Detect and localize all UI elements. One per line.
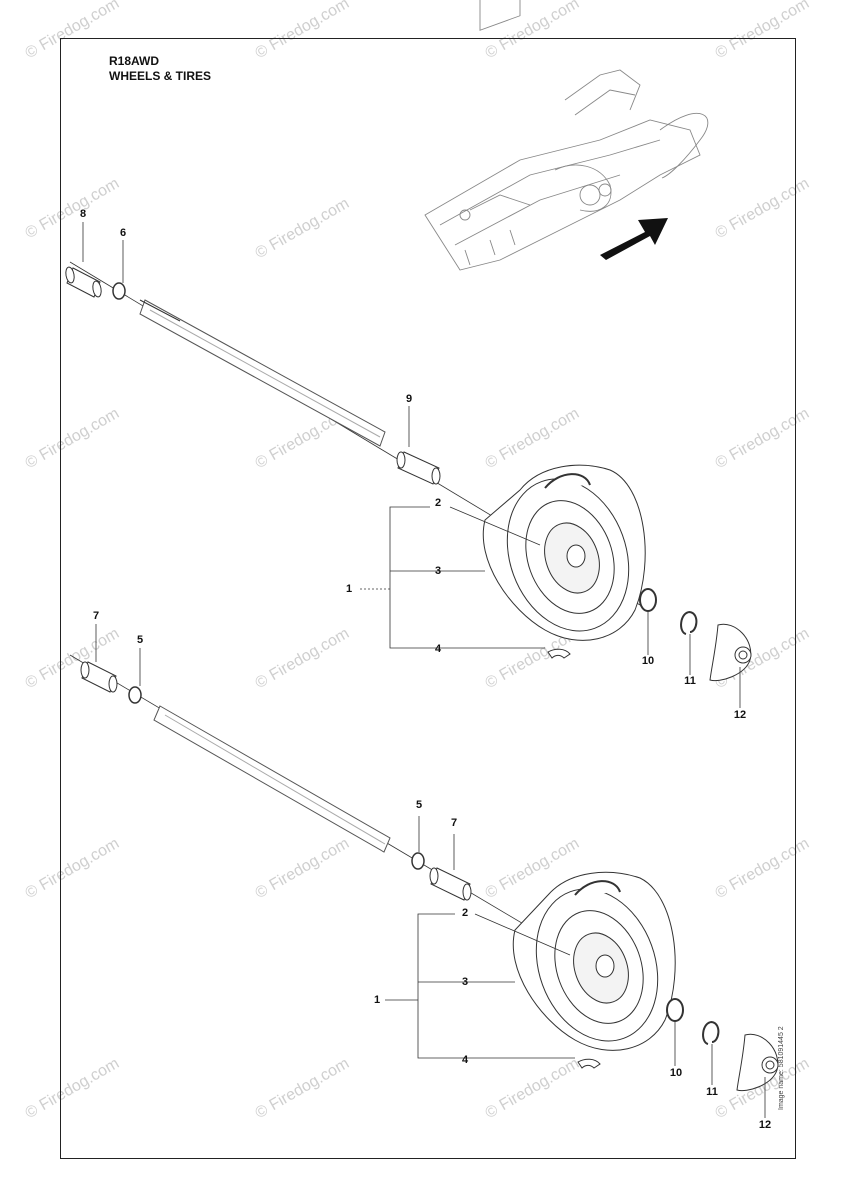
callout-top-tire: 3 (434, 565, 442, 577)
top-washer-10 (639, 588, 657, 612)
callout-bottom-axle-spacer: 7 (92, 610, 100, 622)
bottom-cap-12 (736, 1033, 779, 1092)
callout-bottom-cap: 12 (758, 1119, 772, 1131)
arrow-indicator (600, 218, 668, 260)
bottom-valve-4 (577, 1058, 601, 1069)
callout-top-axle-washer: 6 (119, 227, 127, 239)
top-leaders (82, 222, 741, 708)
top-cap-12 (709, 623, 752, 682)
callout-bottom-clip: 11 (706, 1086, 718, 1098)
top-wheel-spacer (396, 451, 441, 485)
callout-top-wheel-spacer: 9 (405, 393, 413, 405)
diagram-frame: R18AWD WHEELS & TIRES (60, 38, 796, 1159)
callout-top-rim: 2 (434, 497, 442, 509)
callout-bottom-washer: 10 (669, 1067, 683, 1079)
bottom-washer-10 (666, 998, 684, 1022)
callout-top-axle-spacer: 8 (79, 208, 87, 220)
section-title: WHEELS & TIRES (109, 69, 212, 83)
image-name: Image name: 581091445 2 (778, 1026, 785, 1110)
callout-bottom-axle-washer: 5 (136, 634, 144, 646)
top-valve-4 (547, 648, 571, 659)
callout-top-clip: 11 (684, 675, 696, 687)
callout-top-valve: 4 (434, 643, 442, 655)
callout-bottom-wheel-washer: 5 (415, 799, 423, 811)
top-clip-11 (680, 611, 698, 635)
model-title: R18AWD (109, 54, 160, 68)
callout-bottom-tire: 3 (461, 976, 469, 988)
bottom-leaders (95, 624, 766, 1118)
top-axle-spacer (65, 266, 102, 298)
bottom-axle-spacer (80, 661, 118, 693)
bottom-wheel-spacer (429, 867, 472, 901)
callout-top-assembly: 1 (345, 583, 353, 595)
top-wheel (482, 464, 646, 641)
top-axle (69, 261, 641, 606)
callout-bottom-rim: 2 (461, 907, 469, 919)
bottom-wheel-washer (411, 852, 425, 870)
tractor-frame-inset (424, 0, 709, 271)
callout-top-washer: 10 (641, 655, 655, 667)
callout-bottom-wheel-spacer: 7 (450, 817, 458, 829)
bottom-wheel (512, 871, 676, 1051)
bottom-clip-11 (702, 1021, 720, 1045)
top-axle-washer (112, 282, 126, 300)
bottom-axle-washer (128, 686, 142, 704)
callout-top-cap: 12 (733, 709, 747, 721)
callout-bottom-valve: 4 (461, 1054, 469, 1066)
callout-bottom-assembly: 1 (373, 994, 381, 1006)
